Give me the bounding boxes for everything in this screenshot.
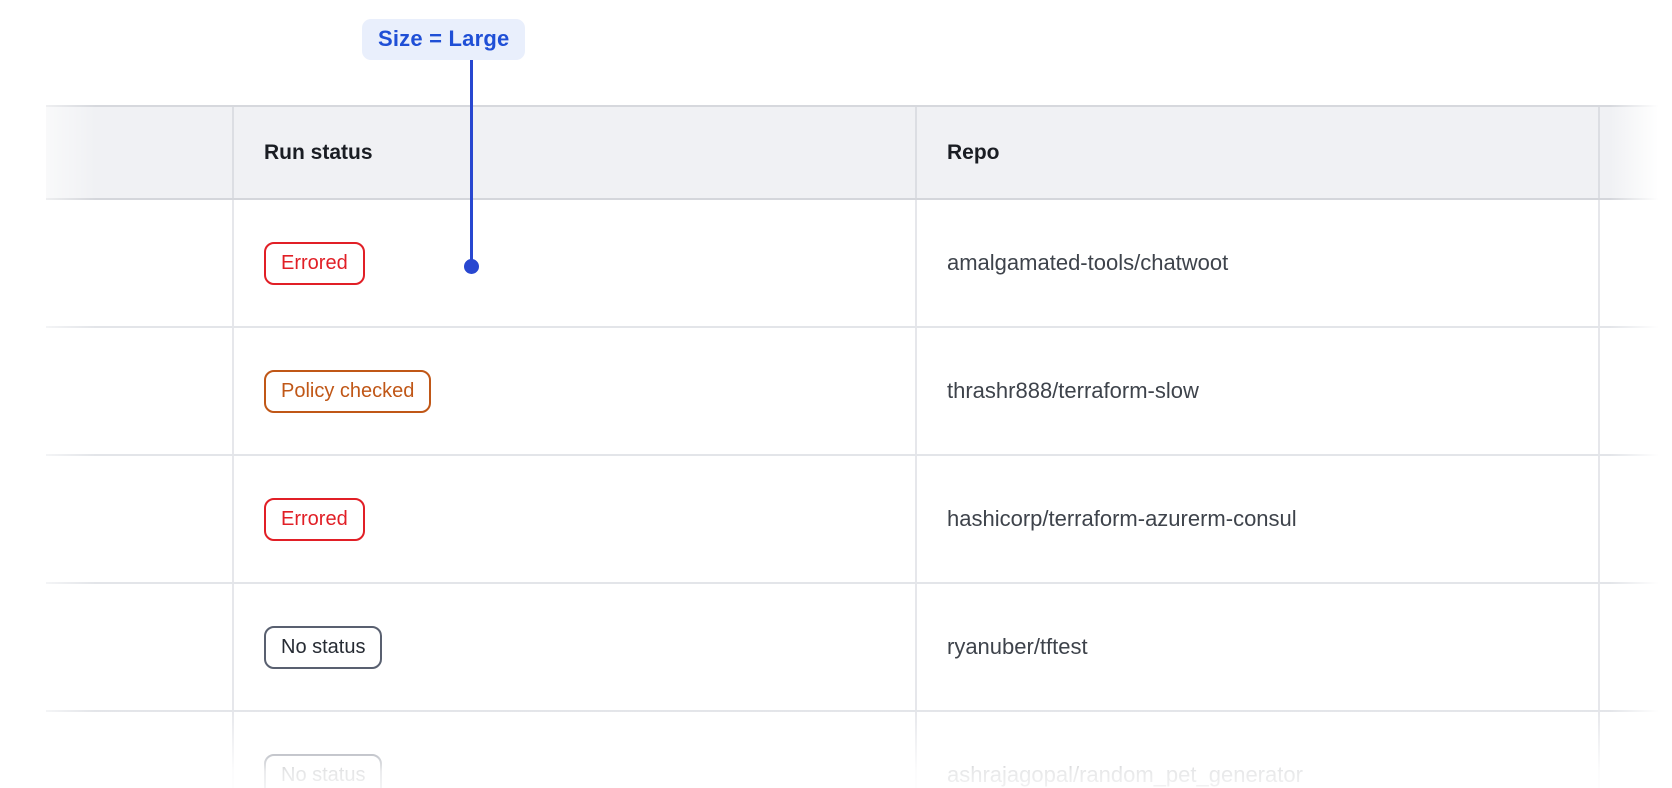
run-status-badge: No status bbox=[264, 626, 382, 669]
repo-cell: ryanuber/tftest bbox=[915, 584, 1598, 710]
gutter-cell bbox=[46, 584, 232, 710]
table-header-row: Run status Repo bbox=[46, 105, 1672, 200]
run-status-cell: Errored bbox=[232, 456, 915, 582]
table-row[interactable]: Errored amalgamated-tools/chatwoot bbox=[46, 200, 1672, 328]
run-status-cell: Errored bbox=[232, 200, 915, 326]
repo-name: amalgamated-tools/chatwoot bbox=[947, 250, 1228, 276]
extra-cell bbox=[1598, 712, 1672, 788]
repo-name: hashicorp/terraform-azurerm-consul bbox=[947, 506, 1297, 532]
extra-header-cell bbox=[1598, 107, 1672, 198]
table-row[interactable]: No status ryanuber/tftest bbox=[46, 584, 1672, 712]
run-status-header: Run status bbox=[232, 107, 915, 198]
gutter-cell bbox=[46, 328, 232, 454]
gutter-header-cell bbox=[46, 107, 232, 198]
repo-name: thrashr888/terraform-slow bbox=[947, 378, 1199, 404]
run-status-cell: No status bbox=[232, 584, 915, 710]
repo-name: ashrajagopal/random_pet_generator bbox=[947, 762, 1303, 788]
table-row[interactable]: Errored hashicorp/terraform-azurerm-cons… bbox=[46, 456, 1672, 584]
repo-header: Repo bbox=[915, 107, 1598, 198]
gutter-cell bbox=[46, 456, 232, 582]
repo-cell: ashrajagopal/random_pet_generator bbox=[915, 712, 1598, 788]
table-body: Errored amalgamated-tools/chatwoot Polic… bbox=[46, 200, 1672, 788]
run-status-badge: Errored bbox=[264, 498, 365, 541]
run-status-cell: Policy checked bbox=[232, 328, 915, 454]
run-status-badge: Policy checked bbox=[264, 370, 431, 413]
callout-connector-dot bbox=[464, 259, 479, 274]
run-status-badge: No status bbox=[264, 754, 382, 788]
extra-cell bbox=[1598, 456, 1672, 582]
gutter-cell bbox=[46, 712, 232, 788]
repo-cell: hashicorp/terraform-azurerm-consul bbox=[915, 456, 1598, 582]
repo-cell: thrashr888/terraform-slow bbox=[915, 328, 1598, 454]
extra-cell bbox=[1598, 584, 1672, 710]
gutter-cell bbox=[46, 200, 232, 326]
size-callout-label: Size = Large bbox=[362, 19, 525, 60]
repo-name: ryanuber/tftest bbox=[947, 634, 1088, 660]
table-row[interactable]: No status ashrajagopal/random_pet_genera… bbox=[46, 712, 1672, 788]
extra-cell bbox=[1598, 200, 1672, 326]
extra-cell bbox=[1598, 328, 1672, 454]
runs-table: Run status Repo Errored amalgamated-tool… bbox=[46, 105, 1672, 788]
callout-connector-line bbox=[470, 58, 473, 266]
repo-cell: amalgamated-tools/chatwoot bbox=[915, 200, 1598, 326]
run-status-badge: Errored bbox=[264, 242, 365, 285]
table-row[interactable]: Policy checked thrashr888/terraform-slow bbox=[46, 328, 1672, 456]
run-status-cell: No status bbox=[232, 712, 915, 788]
